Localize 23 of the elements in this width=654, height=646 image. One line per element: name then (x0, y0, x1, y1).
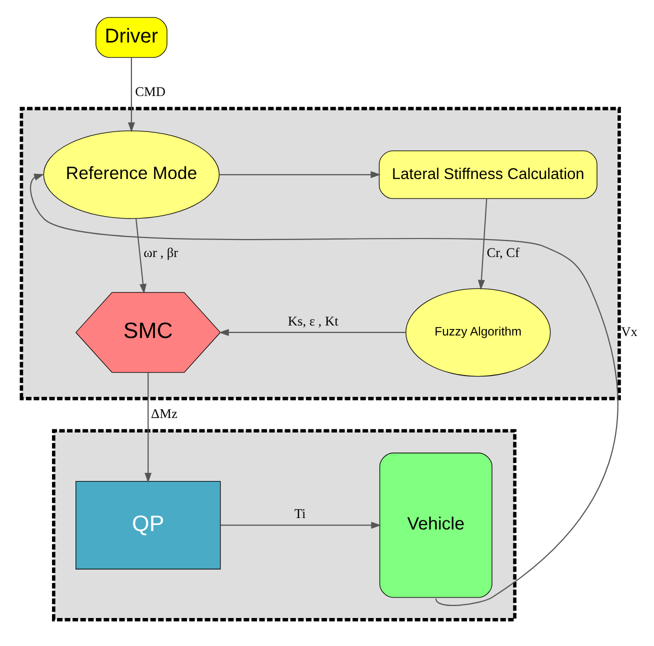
node-box: Driver (96, 17, 168, 58)
edge-label: ΔMz (151, 406, 178, 422)
node-box: Vehicle (379, 452, 492, 598)
edge-label: CMD (135, 84, 166, 99)
cluster (52, 429, 516, 622)
edge-label: Cr, Cf (486, 245, 520, 260)
arrow (218, 328, 406, 336)
arrow (136, 218, 147, 294)
node-ellipse: Reference Mode (43, 130, 220, 219)
edge-label: Ti (294, 506, 306, 522)
edge-label: ωr , βr (144, 245, 178, 260)
arrow (30, 174, 618, 606)
arrow (128, 58, 135, 132)
arrow (144, 372, 152, 483)
node-box: QP (76, 481, 221, 570)
arrow (220, 522, 382, 529)
edge-label: Vx (621, 324, 638, 339)
edge-label: Ks, ε , Kt (288, 313, 338, 328)
node-ellipse: Fuzzy Algorithm (406, 288, 551, 377)
node-box: Lateral Stiffness Calculation (378, 150, 598, 199)
arrow (478, 198, 488, 290)
cluster (20, 106, 621, 400)
arrow (220, 171, 381, 178)
